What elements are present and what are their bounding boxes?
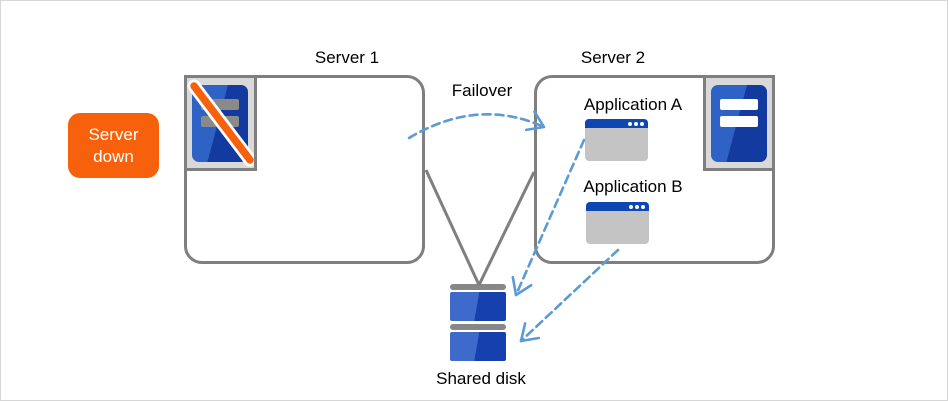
server-chassis [711,85,767,162]
failed-server-icon [184,75,257,171]
server-drive-bar [720,116,758,127]
window-titlebar [586,202,649,211]
server-drive-bar [720,99,758,110]
application-b-window-icon [586,202,649,244]
disk-unit [450,292,506,321]
application-a-window-icon [585,119,648,161]
server1-label: Server 1 [314,48,380,67]
window-dot-icon [640,122,644,126]
failover-label: Failover [451,81,513,100]
disk-unit [450,332,506,361]
server-down-slash-icon [187,79,254,167]
shared-disk-icon [450,284,506,361]
shared-disk-label: Shared disk [436,369,526,388]
server-down-badge-label: Server down [88,124,139,166]
window-dot-icon [628,122,632,126]
window-dot-icon [635,205,639,209]
server-down-badge: Server down [68,113,159,178]
disk-cap [450,284,506,290]
active-server-icon [703,75,775,171]
failover-arrow [407,110,546,140]
server2-label: Server 2 [580,48,646,67]
application-a-label: Application A [583,95,683,114]
window-dot-icon [634,122,638,126]
connector-server2-disk [477,171,536,286]
disk-cap [450,324,506,330]
connector-server1-disk [424,169,481,286]
window-dot-icon [641,205,645,209]
window-dot-icon [629,205,633,209]
server-drive-bar [201,99,239,110]
window-titlebar [585,119,648,128]
application-b-label: Application B [583,177,683,196]
